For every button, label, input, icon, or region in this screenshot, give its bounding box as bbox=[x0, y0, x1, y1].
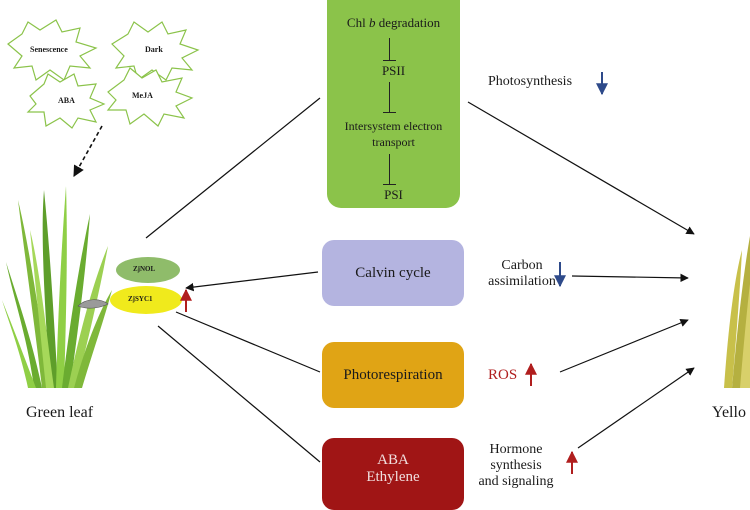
arrow-carbon-to-yellow bbox=[571, 273, 689, 283]
inhibit-cap-3 bbox=[383, 184, 396, 186]
inhibit-bar-2 bbox=[389, 82, 391, 112]
yellow-leaf-label: Yello bbox=[712, 404, 746, 421]
chl-b-degradation-label: Chl b degradation bbox=[346, 15, 441, 30]
gene-ellipse-lower bbox=[110, 286, 182, 314]
connector-leaf-to-chloroplast bbox=[145, 97, 321, 239]
stress-label-meja: MeJA bbox=[132, 91, 153, 100]
green-leaf-label: Green leaf bbox=[26, 404, 94, 421]
calvin-cycle-box: Calvin cycle bbox=[322, 240, 464, 306]
insect-icon bbox=[77, 299, 109, 309]
hormone-line-1: Hormone bbox=[489, 442, 543, 457]
stress-burst-aba bbox=[26, 73, 106, 129]
connector-calvin-to-gene bbox=[185, 271, 319, 292]
yellow-leaf-image bbox=[724, 236, 750, 388]
connector-gene-to-aba bbox=[157, 325, 321, 463]
assimilation-line: assimilation bbox=[488, 274, 556, 290]
stress-label-dark: Dark bbox=[145, 45, 163, 54]
stress-label-senescence: Senescence bbox=[30, 45, 68, 54]
arrow-photosynthesis-to-yellow bbox=[467, 101, 695, 235]
stress-burst-senescence bbox=[7, 19, 98, 81]
psi-label: PSI bbox=[384, 187, 403, 202]
photorespiration-label: Photorespiration bbox=[343, 366, 443, 383]
psii-label: PSII bbox=[381, 63, 406, 78]
hormone-label: Hormone synthesis and signaling bbox=[468, 442, 564, 490]
arrow-hormone-to-yellow bbox=[577, 367, 695, 449]
arrow-ros-to-yellow bbox=[559, 318, 689, 373]
intersystem-label: Intersystem electron transport bbox=[344, 119, 443, 150]
chloroplast-box-content: Chl b degradation PSII Intersystem elect… bbox=[327, 0, 460, 208]
inhibit-cap-2 bbox=[383, 112, 396, 114]
connector-gene-to-photorespiration bbox=[175, 311, 321, 373]
inhibit-bar-1 bbox=[389, 38, 391, 60]
ethylene-label: Ethylene bbox=[366, 469, 420, 485]
green-leaf-image bbox=[2, 186, 112, 388]
photorespiration-box: Photorespiration bbox=[322, 342, 464, 408]
aba-label: ABA bbox=[377, 452, 409, 468]
stress-label-aba: ABA bbox=[58, 96, 75, 105]
gene-label-lower: ZjSYC1 bbox=[128, 295, 153, 303]
chloroplast-box: Chl b degradation PSII Intersystem elect… bbox=[327, 0, 460, 208]
stress-burst-meja bbox=[106, 67, 194, 127]
gene-label-upper: ZjNOL bbox=[133, 265, 156, 273]
inhibit-bar-3 bbox=[389, 154, 391, 184]
carbon-line: Carbon bbox=[501, 258, 543, 273]
hormone-line-3: and signaling bbox=[478, 474, 554, 490]
gene-ellipse-upper bbox=[116, 257, 180, 283]
inhibit-cap-1 bbox=[383, 60, 396, 62]
hormone-line-2: synthesis bbox=[490, 458, 542, 474]
stress-burst-dark bbox=[111, 21, 200, 81]
aba-ethylene-box: ABA Ethylene bbox=[322, 438, 464, 510]
ros-label: ROS bbox=[488, 367, 518, 383]
calvin-cycle-label: Calvin cycle bbox=[355, 264, 431, 281]
photosynthesis-label: Photosynthesis bbox=[488, 74, 573, 89]
stress-to-leaf-arrow bbox=[73, 125, 103, 177]
carbon-assimilation-label: Carbon assimilation bbox=[486, 258, 558, 290]
